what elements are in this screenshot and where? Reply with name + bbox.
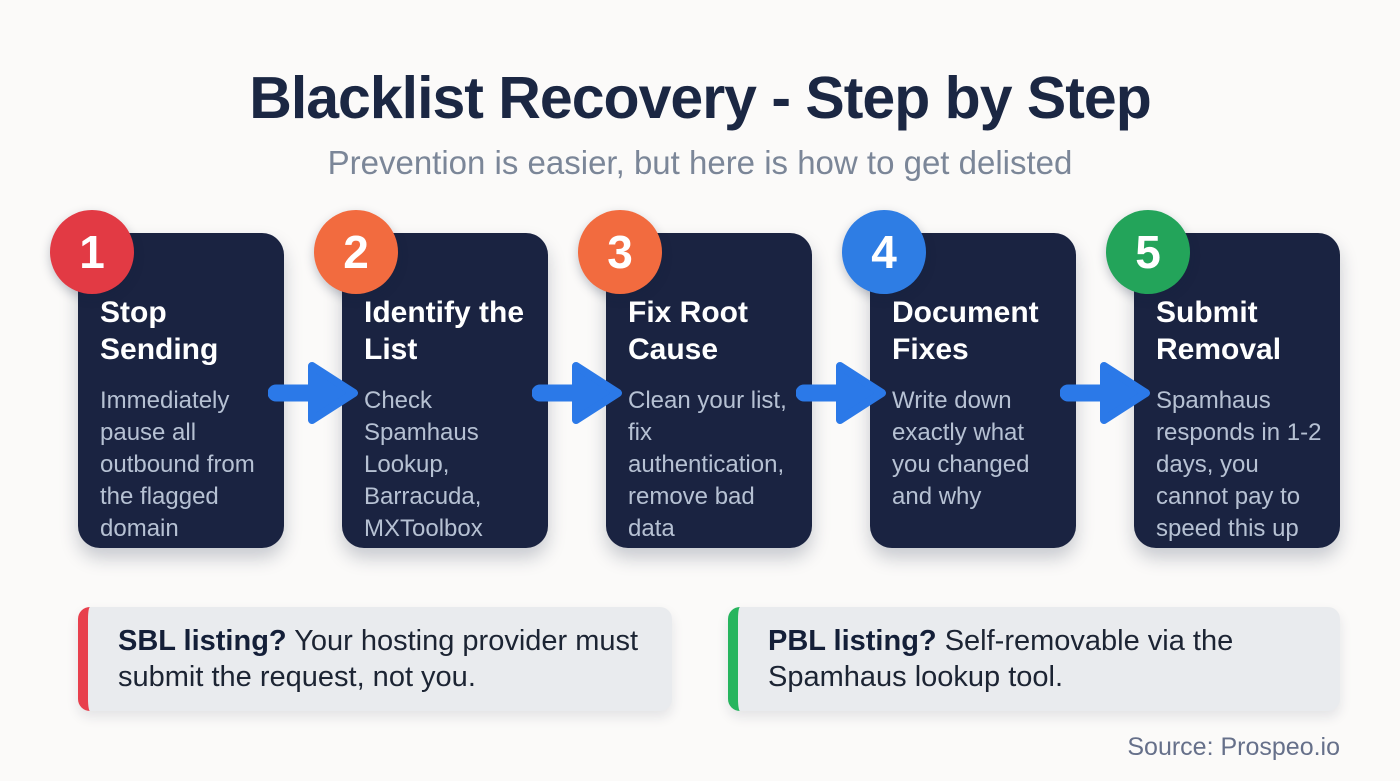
- callout-body: Your hosting provider must submit the re…: [118, 624, 639, 693]
- step-card-submit-removal: 5 Submit Removal Spamhaus responds in 1-…: [1106, 210, 1340, 548]
- step-description: Check Spamhaus Lookup, Barracuda, MXTool…: [364, 386, 483, 543]
- callout-text: PBL listing? Self-removable via the Spam…: [738, 623, 1340, 696]
- step-title: Fix Root Cause: [628, 296, 748, 366]
- step-number-badge: 4: [842, 210, 926, 294]
- step-title: Document Fixes: [892, 296, 1039, 366]
- step-description: Write down exactly what you changed and …: [892, 386, 1030, 511]
- step-description: Spamhaus responds in 1-2 days, you canno…: [1156, 386, 1322, 543]
- arrow-right-icon: [796, 362, 886, 424]
- step-title: Identify the List: [364, 296, 525, 366]
- callout-lead: SBL listing?: [118, 624, 287, 657]
- step-card-identify-list: 2 Identify the List Check Spamhaus Looku…: [314, 210, 548, 548]
- step-card-fix-root-cause: 3 Fix Root Cause Clean your list, fix au…: [578, 210, 812, 548]
- callout-pbl-listing: PBL listing? Self-removable via the Spam…: [728, 607, 1340, 711]
- arrow-right-icon: [1060, 362, 1150, 424]
- callout-sbl-listing: SBL listing? Your hosting provider must …: [78, 607, 672, 711]
- step-number-badge: 5: [1106, 210, 1190, 294]
- arrow-right-icon: [268, 362, 358, 424]
- source-attribution: Source: Prospeo.io: [1127, 733, 1340, 761]
- page-subtitle: Prevention is easier, but here is how to…: [327, 144, 1073, 181]
- step-card-stop-sending: 1 Stop Sending Immediately pause all out…: [50, 210, 284, 548]
- callout-lead: PBL listing?: [768, 624, 937, 657]
- arrow-right-icon: [532, 362, 622, 424]
- page-title: Blacklist Recovery - Step by Step: [249, 65, 1152, 131]
- step-title: Stop Sending: [100, 296, 219, 366]
- callout-body: Self-removable via the Spamhaus lookup t…: [768, 624, 1234, 693]
- step-description: Immediately pause all outbound from the …: [100, 386, 255, 543]
- step-card-document-fixes: 4 Document Fixes Write down exactly what…: [842, 210, 1076, 548]
- step-description: Clean your list, fix authentication, rem…: [628, 386, 787, 543]
- step-number-badge: 3: [578, 210, 662, 294]
- step-title: Submit Removal: [1156, 296, 1282, 366]
- callout-text: SBL listing? Your hosting provider must …: [88, 623, 672, 696]
- step-number-badge: 2: [314, 210, 398, 294]
- step-number-badge: 1: [50, 210, 134, 294]
